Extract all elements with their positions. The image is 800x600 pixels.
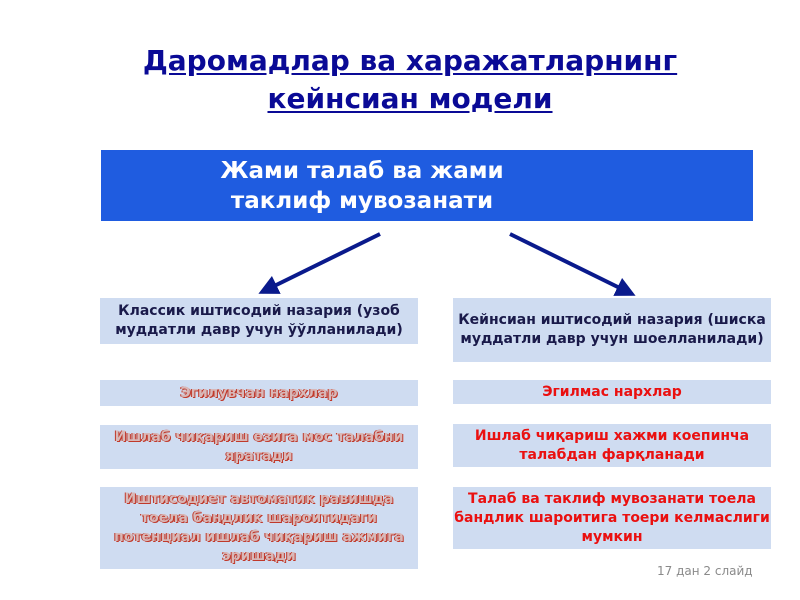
left-item-1: Эгилувчан нархлар [100,380,418,406]
classic-theory-header-text: Классик иштисодий назария (узоб муддатли… [115,303,403,338]
right-item-3-text: Талаб ва таклиф мувозанати тоела бандлик… [454,490,770,545]
slide-title: Даромадлар ва харажатларнинг кейнсиан мо… [100,42,720,118]
concept-line-2: таклиф мувозанати [230,188,494,214]
right-item-3: Талаб ва таклиф мувозанати тоела бандлик… [453,487,771,549]
slide-title-line-1: Даромадлар ва харажатларнинг [142,44,678,77]
right-item-2: Ишлаб чиқариш хажми коепинча талабдан фа… [453,424,771,467]
arrow-left [258,232,381,294]
slide-title-line-2: кейнсиан модели [267,82,553,115]
arrow-right [509,232,636,296]
classic-theory-header: Классик иштисодий назария (узоб муддатли… [100,298,418,344]
right-item-1: Эгилмас нархлар [453,380,771,404]
slide-number: 17 дан 2 слайд [657,564,753,578]
right-item-1-text: Эгилмас нархлар [542,383,682,400]
left-item-2: Ишлаб чиқариш өзига мос талабни яратади [100,425,418,469]
concept-line-1: Жами талаб ва жами [220,158,504,184]
left-item-3: Иштисодиет автоматик равишда тоела бандл… [100,487,418,569]
keynesian-theory-header: Кейнсиан иштисодий назария (шиска муддат… [453,298,771,362]
right-item-2-text: Ишлаб чиқариш хажми коепинча талабдан фа… [474,427,750,463]
keynesian-theory-header-text: Кейнсиан иштисодий назария (шиска муддат… [458,312,766,347]
left-item-2-text: Ишлаб чиқариш өзига мос талабни яратади [114,429,404,464]
left-item-1-text: Эгилувчан нархлар [180,384,338,401]
left-item-3-text: Иштисодиет автоматик равишда тоела бандл… [114,491,404,564]
concept-box: Жами талаб ва жами таклиф мувозанати [101,150,753,221]
